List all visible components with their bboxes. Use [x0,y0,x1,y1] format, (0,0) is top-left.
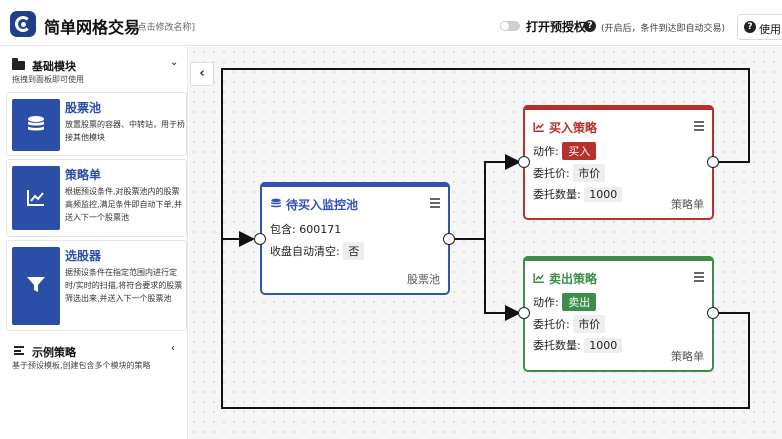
filter-icon [12,247,60,325]
sell-input-port[interactable] [518,307,530,319]
qty-row: 委托数量: 1000 [533,186,623,202]
chart-line-icon [533,122,544,132]
module-card-strategy[interactable]: 策略单 根据预设条件,对股票池内的股票高频监控,满足条件即自动下单,并送入下一个… [6,159,187,237]
database-icon [271,198,281,208]
top-header: 简单网格交易 [点击修改名称] 打开预授权 ? (开启后，条件到达即自动交易) … [0,0,782,46]
rename-hint[interactable]: [点击修改名称] [134,23,196,33]
module-card-title: 策略单 [65,168,102,182]
database-icon [12,99,60,151]
menu-icon[interactable] [430,198,440,210]
price-value: 市价 [573,164,606,182]
pool-contains-row: 包含: 600171 [270,221,341,237]
module-card-title: 股票池 [65,101,102,115]
qty-label: 委托数量: [533,339,581,352]
price-row: 委托价: 市价 [533,315,606,333]
node-title: 买入策略 [549,121,598,135]
chart-line-icon [533,273,544,283]
sell-output-port[interactable] [707,307,719,319]
action-tag-buy: 买入 [562,142,597,160]
help-button[interactable]: ? 使用 [737,14,782,40]
node-buy-strategy[interactable]: 买入策略 动作: 买入 委托价: 市价 委托数量: 1000 策略单 [523,105,714,220]
node-sell-strategy[interactable]: 卖出策略 动作: 卖出 委托价: 市价 委托数量: 1000 策略单 [523,256,714,372]
node-title: 待买入监控池 [286,198,359,212]
action-label: 动作: [533,296,559,309]
module-sidebar: 基础模块 ⌄ 拖拽到面板即可使用 股票池 放置股票的容器、中转站，用于桥接其他模… [0,47,188,439]
module-card-desc: 根据预设条件,对股票池内的股票高频监控,满足条件即自动下单,并送入下一个股票池 [65,187,183,222]
preauth-hint: (开启后，条件到达即自动交易) [601,24,726,34]
example-strategies-title[interactable]: 示例策略 [32,346,76,359]
chevron-left-icon[interactable]: ‹ [171,343,175,354]
question-icon: ? [744,21,756,33]
wire-buy-to-pool [221,68,750,247]
action-row: 动作: 买入 [533,142,597,160]
node-type-label: 策略单 [671,198,704,211]
node-type-label: 股票池 [407,273,440,286]
help-button-label: 使用 [759,23,781,36]
qty-value: 1000 [584,187,623,202]
action-label: 动作: [533,145,559,158]
qty-value: 1000 [584,338,623,353]
basic-modules-title[interactable]: 基础模块 [32,60,76,73]
list-icon [14,346,24,355]
action-row: 动作: 卖出 [533,293,597,311]
buy-output-port[interactable] [707,156,719,168]
example-strategies-subtitle: 基于预设模板,创建包含多个模块的策略 [12,361,151,370]
price-label: 委托价: [533,318,570,331]
module-card-title: 选股器 [65,249,102,263]
chevron-down-icon[interactable]: ⌄ [170,57,179,68]
collapse-sidebar-button[interactable]: ‹ [190,62,214,86]
pool-output-port[interactable] [443,233,455,245]
preauth-toggle[interactable] [500,21,520,31]
price-label: 委托价: [533,167,570,180]
app-title[interactable]: 简单网格交易 [44,18,141,37]
basic-modules-subtitle: 拖拽到面板即可使用 [12,75,84,84]
node-title: 卖出策略 [549,272,598,286]
contains-value: 600171 [299,223,342,236]
module-card-desc: 放置股票的容器、中转站，用于桥接其他模块 [65,120,185,142]
wire-pool-to-buy [455,154,521,240]
question-icon[interactable]: ? [584,20,596,32]
qty-row: 委托数量: 1000 [533,337,623,353]
contains-label: 包含: [270,223,296,236]
module-card-screener[interactable]: 选股器 据预设条件在指定范围内进行定时/实时的扫描,将符合要求的股票筛选出来,并… [6,240,187,331]
buy-input-port[interactable] [518,156,530,168]
connection-wires [221,68,750,409]
clear-value: 否 [343,242,365,260]
app-logo-icon [10,11,36,37]
menu-icon[interactable] [694,121,704,133]
price-value: 市价 [573,315,606,333]
clear-label: 收盘自动清空: [270,245,340,258]
module-card-desc: 据预设条件在指定范围内进行定时/实时的扫描,将符合要求的股票筛选出来,并送入下一… [65,268,183,303]
strategy-canvas[interactable]: 待买入监控池 包含: 600171 收盘自动清空: 否 股票池 买入策略 动作:… [189,47,782,439]
menu-icon[interactable] [694,272,704,284]
preauth-label: 打开预授权 [526,20,587,34]
chart-line-icon [12,166,60,230]
price-row: 委托价: 市价 [533,164,606,182]
node-type-label: 策略单 [671,350,704,363]
wire-pool-to-sell [455,238,521,321]
node-stock-pool[interactable]: 待买入监控池 包含: 600171 收盘自动清空: 否 股票池 [260,182,450,295]
pool-clear-row: 收盘自动清空: 否 [270,242,365,260]
pool-input-port[interactable] [254,233,266,245]
action-tag-sell: 卖出 [562,293,597,311]
module-card-stock-pool[interactable]: 股票池 放置股票的容器、中转站，用于桥接其他模块 [6,92,187,156]
wire-sell-to-pool [221,239,750,409]
folder-icon [12,58,25,70]
qty-label: 委托数量: [533,188,581,201]
